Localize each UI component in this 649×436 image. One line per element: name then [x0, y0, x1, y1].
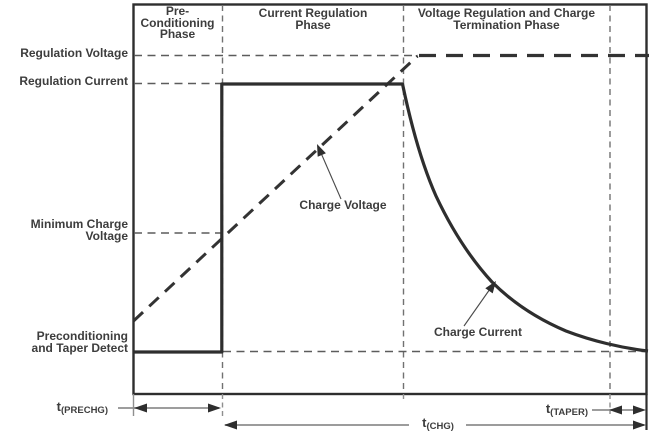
regulation-voltage-label: Regulation Voltage — [20, 46, 128, 60]
t-prechg-subscript: (PRECHG) — [61, 405, 108, 416]
t-taper-subscript: (TAPER) — [550, 407, 588, 418]
t-prechg-label: t(PRECHG) — [20, 399, 108, 417]
t-chg-label: t(CHG) — [398, 415, 478, 433]
t-taper-label: t(TAPER) — [518, 401, 588, 419]
charge-current-pointer-arrowhead-icon — [485, 281, 496, 294]
t-chg-subscript: (CHG) — [426, 421, 454, 432]
charge-voltage-annotation: Charge Voltage — [299, 198, 387, 212]
t-prechg-symbol: t — [56, 399, 62, 414]
minimum-charge-voltage-label: Minimum Charge Voltage — [30, 217, 128, 243]
charge-current-annotation: Charge Current — [433, 325, 522, 339]
t-prechg-right-arrowhead-icon — [208, 403, 221, 413]
charge-current-pointer-line — [463, 288, 491, 327]
t-chg-right-arrowhead-icon — [633, 420, 646, 430]
t-taper-right-arrowhead-icon — [633, 405, 646, 415]
preconditioning-taper-detect-label: Preconditioning and Taper Detect — [31, 329, 128, 355]
phase-label-current-regulation: Current Regulation Phase — [258, 6, 368, 32]
t-chg-left-arrowhead-icon — [224, 420, 237, 430]
t-taper-symbol: t — [545, 401, 551, 416]
t-chg-symbol: t — [422, 415, 427, 430]
regulation-current-label: Regulation Current — [19, 74, 128, 88]
charge-current-curve — [134, 82, 649, 354]
charge-voltage-pointer-arrowhead-icon — [317, 144, 326, 157]
phase-label-preconditioning: Pre- Conditioning Phase — [140, 4, 215, 41]
t-prechg-left-arrowhead-icon — [134, 403, 147, 413]
charge-voltage-curve-rising — [132, 54, 419, 323]
t-taper-left-arrowhead-icon — [609, 405, 622, 415]
charge-voltage-pointer-line — [320, 152, 342, 200]
plot-border — [132, 3, 648, 396]
phase-label-voltage-regulation: Voltage Regulation and Charge Terminatio… — [417, 6, 596, 32]
